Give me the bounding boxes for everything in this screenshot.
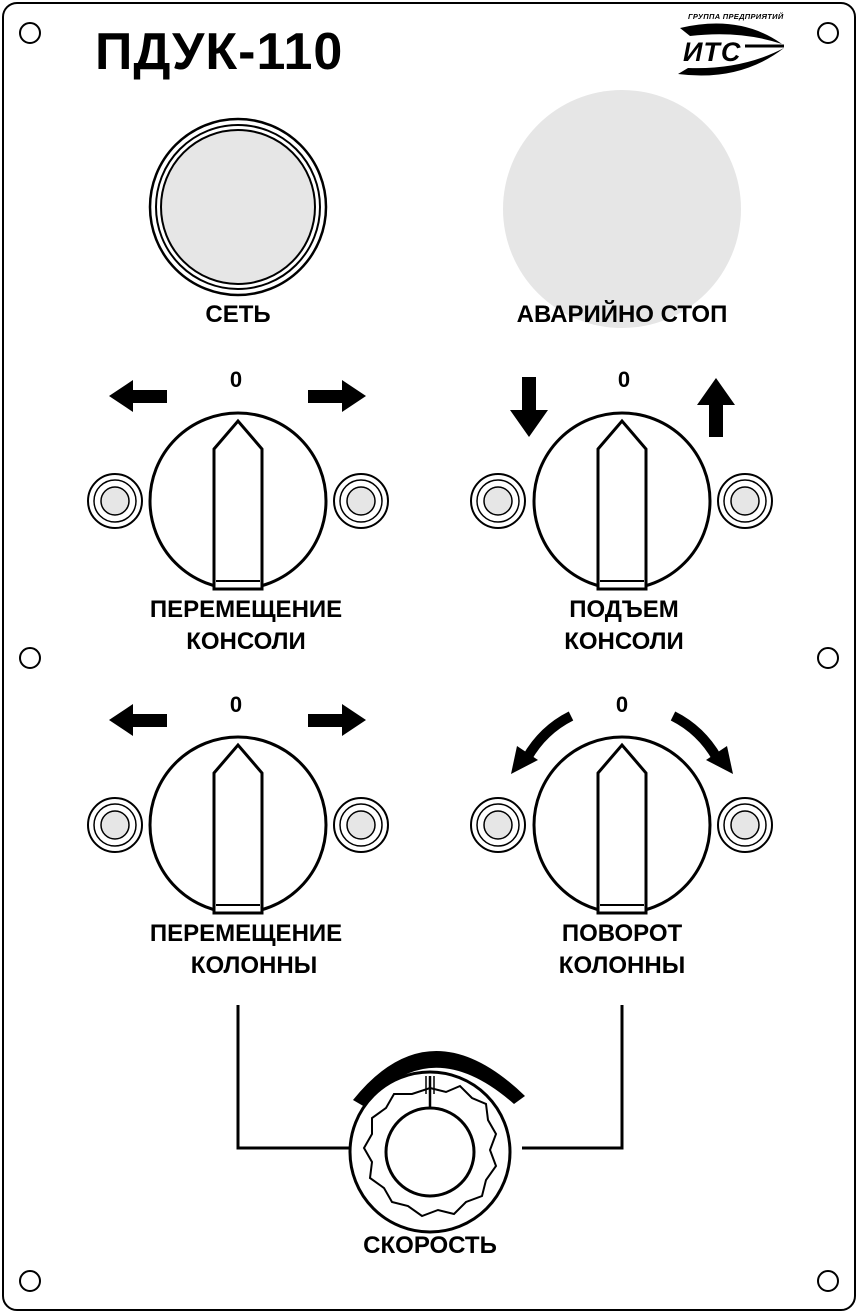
switch-label-line2: КОНСОЛИ xyxy=(564,628,684,655)
speed-label: СКОРОСТЬ xyxy=(363,1232,497,1259)
indicator-lamp xyxy=(333,797,389,853)
emergency-stop-button[interactable] xyxy=(503,90,741,328)
rotate-counterclockwise-icon xyxy=(511,711,574,774)
indicator-lamp xyxy=(470,797,526,853)
switch-zero-label: 0 xyxy=(615,692,629,717)
speed-scale-arc xyxy=(353,1050,525,1107)
arrow-down-icon xyxy=(510,377,548,437)
switch-zero-label: 0 xyxy=(229,367,243,392)
screw-icon xyxy=(19,647,41,669)
indicator-lamp xyxy=(87,797,143,853)
screw-icon xyxy=(19,22,41,44)
screw-icon xyxy=(817,647,839,669)
switch-zero-label: 0 xyxy=(229,692,243,717)
indicator-lamp xyxy=(87,473,143,529)
switch-label-line2: КОЛОННЫ xyxy=(558,952,686,979)
rotate-clockwise-icon xyxy=(670,711,733,774)
arrow-left-icon xyxy=(109,380,167,412)
speed-bracket-right xyxy=(522,1005,624,1150)
indicator-lamp xyxy=(717,473,773,529)
switch-label-line1: ПОДЪЕМ xyxy=(569,596,679,623)
switch-label-line1: ПОВОРОТ xyxy=(561,920,683,947)
switch-column-rotation[interactable] xyxy=(532,735,712,915)
speed-knob[interactable] xyxy=(348,1050,525,1234)
panel-title: ПДУК-110 xyxy=(95,23,344,81)
power-indicator xyxy=(148,117,328,297)
power-label: СЕТЬ xyxy=(205,301,271,328)
arrow-up-icon xyxy=(697,378,735,437)
switch-label-line2: КОЛОННЫ xyxy=(190,952,318,979)
screw-icon xyxy=(19,1270,41,1292)
arrow-right-icon xyxy=(308,380,366,412)
switch-label-line1: ПЕРЕМЕЩЕНИЕ xyxy=(149,920,343,947)
indicator-lamp xyxy=(333,473,389,529)
switch-console-lift[interactable] xyxy=(532,411,712,591)
switch-label-line2: КОНСОЛИ xyxy=(186,628,306,655)
logo-tagline: ГРУППА ПРЕДПРИЯТИЙ xyxy=(688,12,784,21)
screw-icon xyxy=(817,22,839,44)
switch-column-traverse[interactable] xyxy=(148,735,328,915)
switch-label-line1: ПЕРЕМЕЩЕНИЕ xyxy=(149,596,343,623)
arrow-left-icon xyxy=(109,704,167,736)
logo-name: ИТС xyxy=(683,37,742,67)
indicator-lamp xyxy=(717,797,773,853)
company-logo-icon xyxy=(678,23,784,76)
switch-console-traverse[interactable] xyxy=(148,411,328,591)
speed-bracket-left xyxy=(236,1005,350,1150)
arrow-right-icon xyxy=(308,704,366,736)
switch-zero-label: 0 xyxy=(617,367,631,392)
indicator-lamp xyxy=(470,473,526,529)
emergency-stop-label: АВАРИЙНО СТОП xyxy=(516,301,728,328)
screw-icon xyxy=(817,1270,839,1292)
